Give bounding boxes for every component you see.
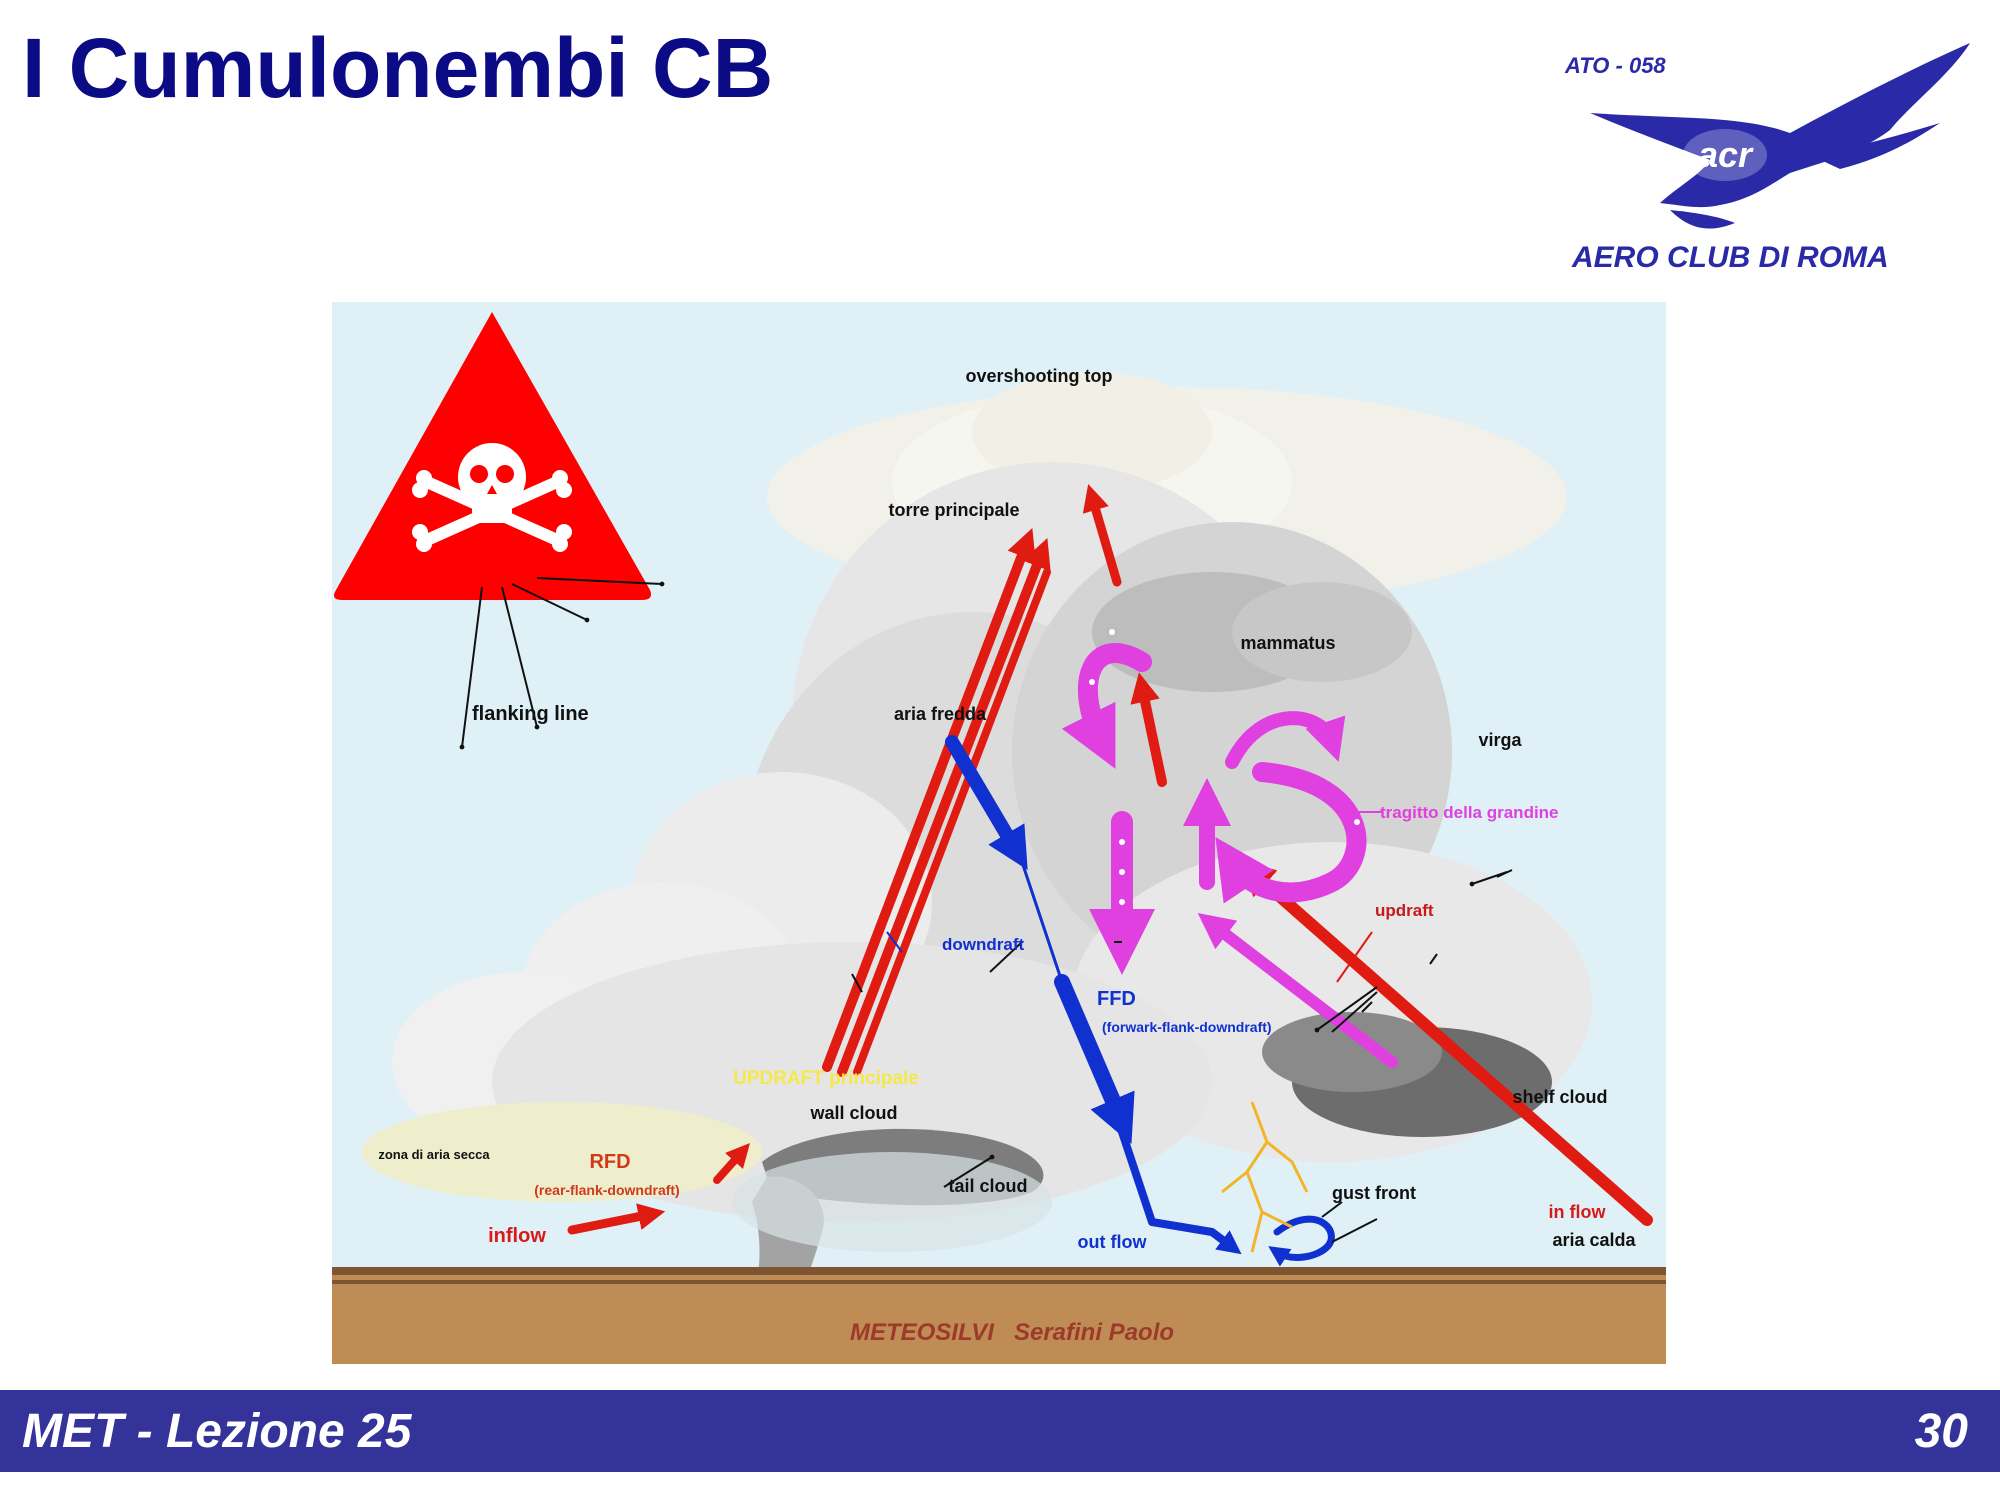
aero-club-logo: ATO - 058 acr AERO CLUB DI ROMA	[1564, 43, 1970, 274]
label-updraft: updraft	[1375, 901, 1434, 920]
footer-bar: MET - Lezione 25 30	[0, 1390, 2000, 1472]
logo-monogram: acr	[1698, 134, 1754, 175]
updraft-principale-arrows	[822, 484, 1167, 1077]
label-aria-fredda: aria fredda	[894, 704, 987, 724]
cumulonimbus-diagram: overshooting top torre principale mammat…	[332, 302, 1666, 1364]
label-shelf-cloud: shelf cloud	[1512, 1087, 1607, 1107]
label-gust-front: gust front	[1332, 1183, 1416, 1203]
eagle-icon	[1590, 43, 1970, 229]
skull-crossbones-icon	[334, 312, 651, 600]
label-tragitto-grandine: tragitto della grandine	[1380, 803, 1559, 822]
label-in-flow: in flow	[1549, 1202, 1607, 1222]
label-overshooting-top: overshooting top	[966, 366, 1113, 386]
label-aria-calda: aria calda	[1552, 1230, 1636, 1250]
flanking-line-pointers	[459, 577, 1513, 1243]
updraft-label-pointer	[1336, 931, 1373, 983]
label-downdraft: downdraft	[942, 935, 1024, 954]
label-wall-cloud: wall cloud	[809, 1103, 897, 1123]
hail-path-arrows	[1061, 629, 1398, 1068]
logo-monogram-badge	[1683, 129, 1767, 181]
lesson-label: MET - Lezione 25	[22, 1405, 412, 1458]
page-number: 30	[1914, 1405, 1968, 1458]
diagram-credit: METEOSILVI Serafini Paolo	[850, 1319, 1174, 1346]
logo-name: AERO CLUB DI ROMA	[1571, 241, 1889, 274]
label-ffd: FFD	[1097, 988, 1136, 1010]
label-torre-principale: torre principale	[888, 500, 1019, 520]
label-updraft-principale: UPDRAFT principale	[733, 1068, 919, 1089]
inflow-arrows	[567, 860, 1653, 1235]
logo-code: ATO - 058	[1564, 53, 1666, 78]
label-rfd-sub: (rear-flank-downdraft)	[534, 1182, 679, 1198]
diagram-labels: overshooting top torre principale mammat…	[378, 366, 1636, 1346]
label-mammatus: mammatus	[1240, 633, 1335, 653]
label-out-flow: out flow	[1078, 1232, 1148, 1252]
lightning-icon	[1221, 1101, 1309, 1253]
ground	[332, 1267, 1666, 1364]
label-zona-aria-secca: zona di aria secca	[378, 1147, 490, 1162]
label-rfd: RFD	[589, 1151, 630, 1173]
label-flanking-line: flanking line	[472, 703, 589, 725]
label-inflow: inflow	[488, 1225, 546, 1247]
label-tail-cloud: tail cloud	[948, 1176, 1027, 1196]
label-ffd-sub: (forwark-flank-downdraft)	[1102, 1019, 1272, 1035]
slide-title: I Cumulonembi CB	[22, 21, 774, 115]
downdraft-arrows	[945, 735, 1335, 1267]
label-virga: virga	[1478, 730, 1522, 750]
